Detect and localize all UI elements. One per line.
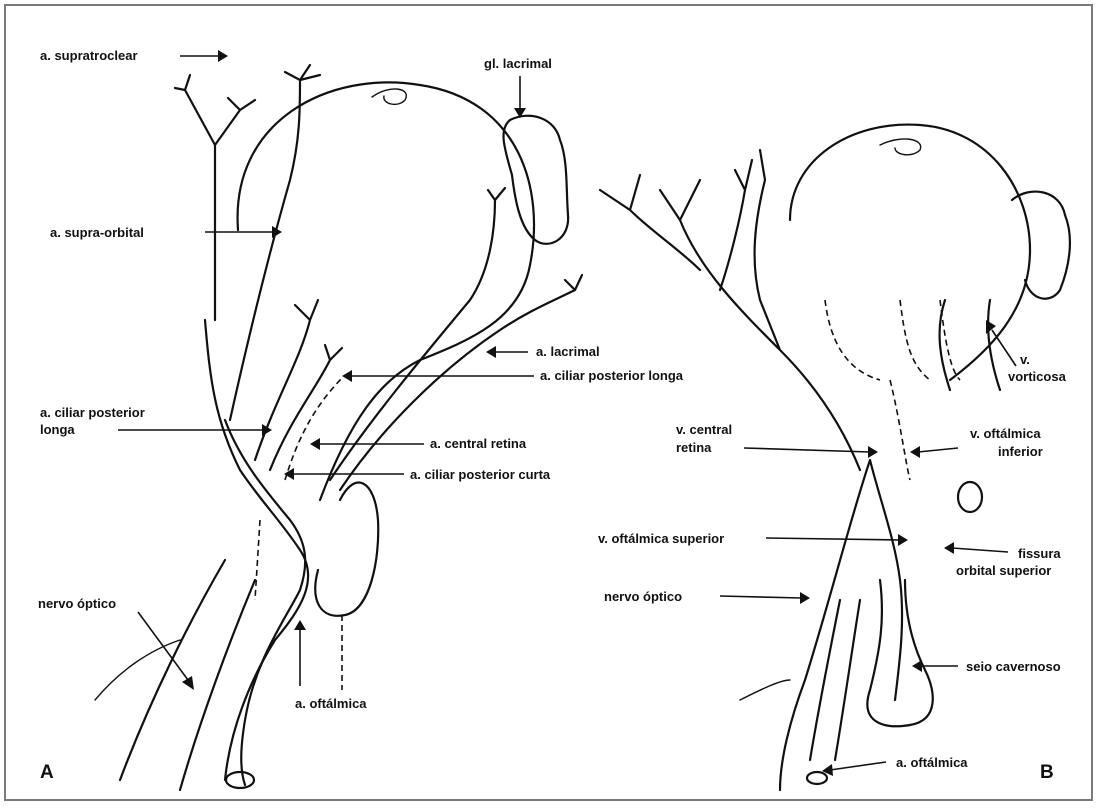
label-central-retina-b-1: v. central (676, 422, 732, 437)
label-ciliar-posterior-curta: a. ciliar posterior curta (410, 467, 550, 482)
main-vein-trunk-b (780, 460, 902, 790)
ciliary-artery-2 (270, 345, 342, 470)
panel-a-drawing (95, 65, 582, 790)
label-oftalmica-a: a. oftálmica (295, 696, 367, 711)
label-central-retina-a: a. central retina (430, 436, 526, 451)
optic-nerve-a (120, 560, 255, 790)
label-nervo-optico-a: nervo óptico (38, 596, 116, 611)
label-fissura-2: orbital superior (956, 563, 1051, 578)
orbit-structure-a (315, 483, 378, 616)
panel-letter-b: B (1040, 762, 1054, 784)
label-vorticosa-2: vorticosa (1008, 369, 1066, 384)
label-ciliar-posterior-longa-right: a. ciliar posterior longa (540, 368, 683, 383)
label-oftalmica-b: a. oftálmica (896, 755, 968, 770)
cornea-a (372, 89, 406, 104)
label-ciliar-posterior-longa-left-1: a. ciliar posterior (40, 405, 145, 420)
label-oftalmica-superior: v. oftálmica superior (598, 531, 724, 546)
label-oftalmica-inferior-2: inferior (998, 444, 1043, 459)
label-gl-lacrimal: gl. lacrimal (484, 56, 552, 71)
leader-lines (118, 50, 1016, 776)
label-lacrimal: a. lacrimal (536, 344, 600, 359)
lacrimal-gland-b (1012, 192, 1070, 299)
label-oftalmica-inferior-1: v. oftálmica (970, 426, 1041, 441)
label-supra-orbital: a. supra-orbital (50, 225, 144, 240)
label-supratroclear: a. supratroclear (40, 48, 138, 63)
label-nervo-optico-b: nervo óptico (604, 589, 682, 604)
lacrimal-gland-a (504, 116, 569, 244)
artery-cut-end-a (226, 772, 254, 788)
vorticosa-loop (958, 482, 982, 512)
supratroclear-artery (175, 75, 255, 320)
label-ciliar-posterior-longa-left-2: longa (40, 422, 75, 437)
optic-artery-trunk-a (205, 320, 308, 780)
artery-cut-end-b (807, 772, 827, 784)
label-fissura-1: fissura (1018, 546, 1061, 561)
sheath-b (740, 680, 790, 700)
label-vorticosa-1: v. (1020, 352, 1030, 367)
label-seio-cavernoso: seio cavernoso (966, 659, 1061, 674)
panel-letter-a: A (40, 762, 54, 784)
label-central-retina-b-2: retina (676, 440, 711, 455)
cornea-b (880, 139, 921, 155)
supra-orbital-artery (230, 65, 320, 420)
superior-ophthalmic-vein-branches (600, 160, 752, 290)
eyeball-b (790, 125, 1030, 380)
optic-nerve-b (810, 600, 860, 760)
